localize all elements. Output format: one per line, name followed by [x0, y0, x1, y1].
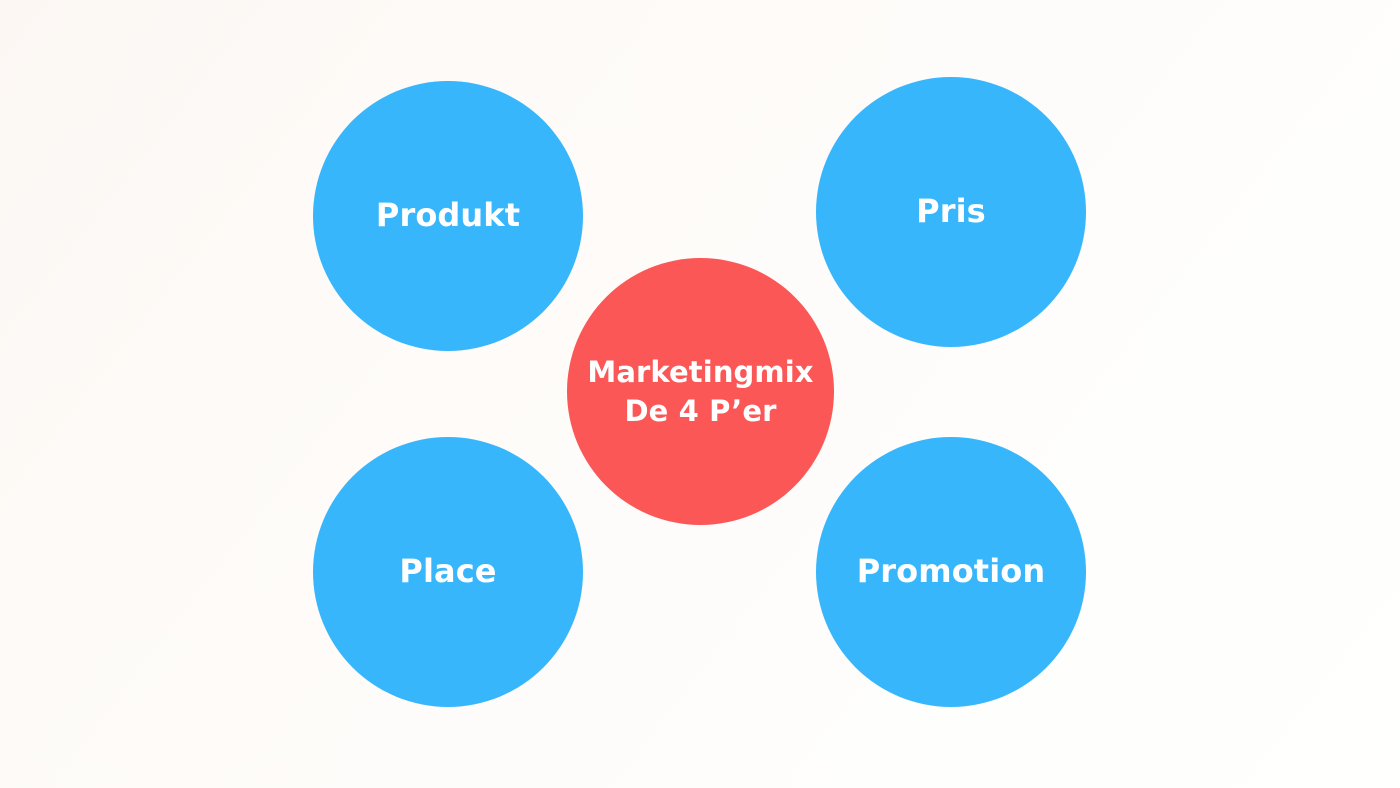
circle-node-produkt-label: Produkt	[375, 196, 521, 235]
circle-node-pris-label: Pris	[916, 192, 986, 231]
circle-node-promotion-label: Promotion	[856, 552, 1046, 591]
circle-node-place[interactable]: Place	[313, 437, 583, 707]
circle-node-promotion[interactable]: Promotion	[816, 437, 1086, 707]
circle-node-pris[interactable]: Pris	[816, 77, 1086, 347]
circle-node-marketingmix-label: Marketingmix De 4 P’er	[587, 354, 814, 428]
circle-node-produkt[interactable]: Produkt	[313, 81, 583, 351]
circle-node-place-label: Place	[399, 552, 497, 591]
circle-node-marketingmix-hub[interactable]: Marketingmix De 4 P’er	[567, 258, 834, 525]
